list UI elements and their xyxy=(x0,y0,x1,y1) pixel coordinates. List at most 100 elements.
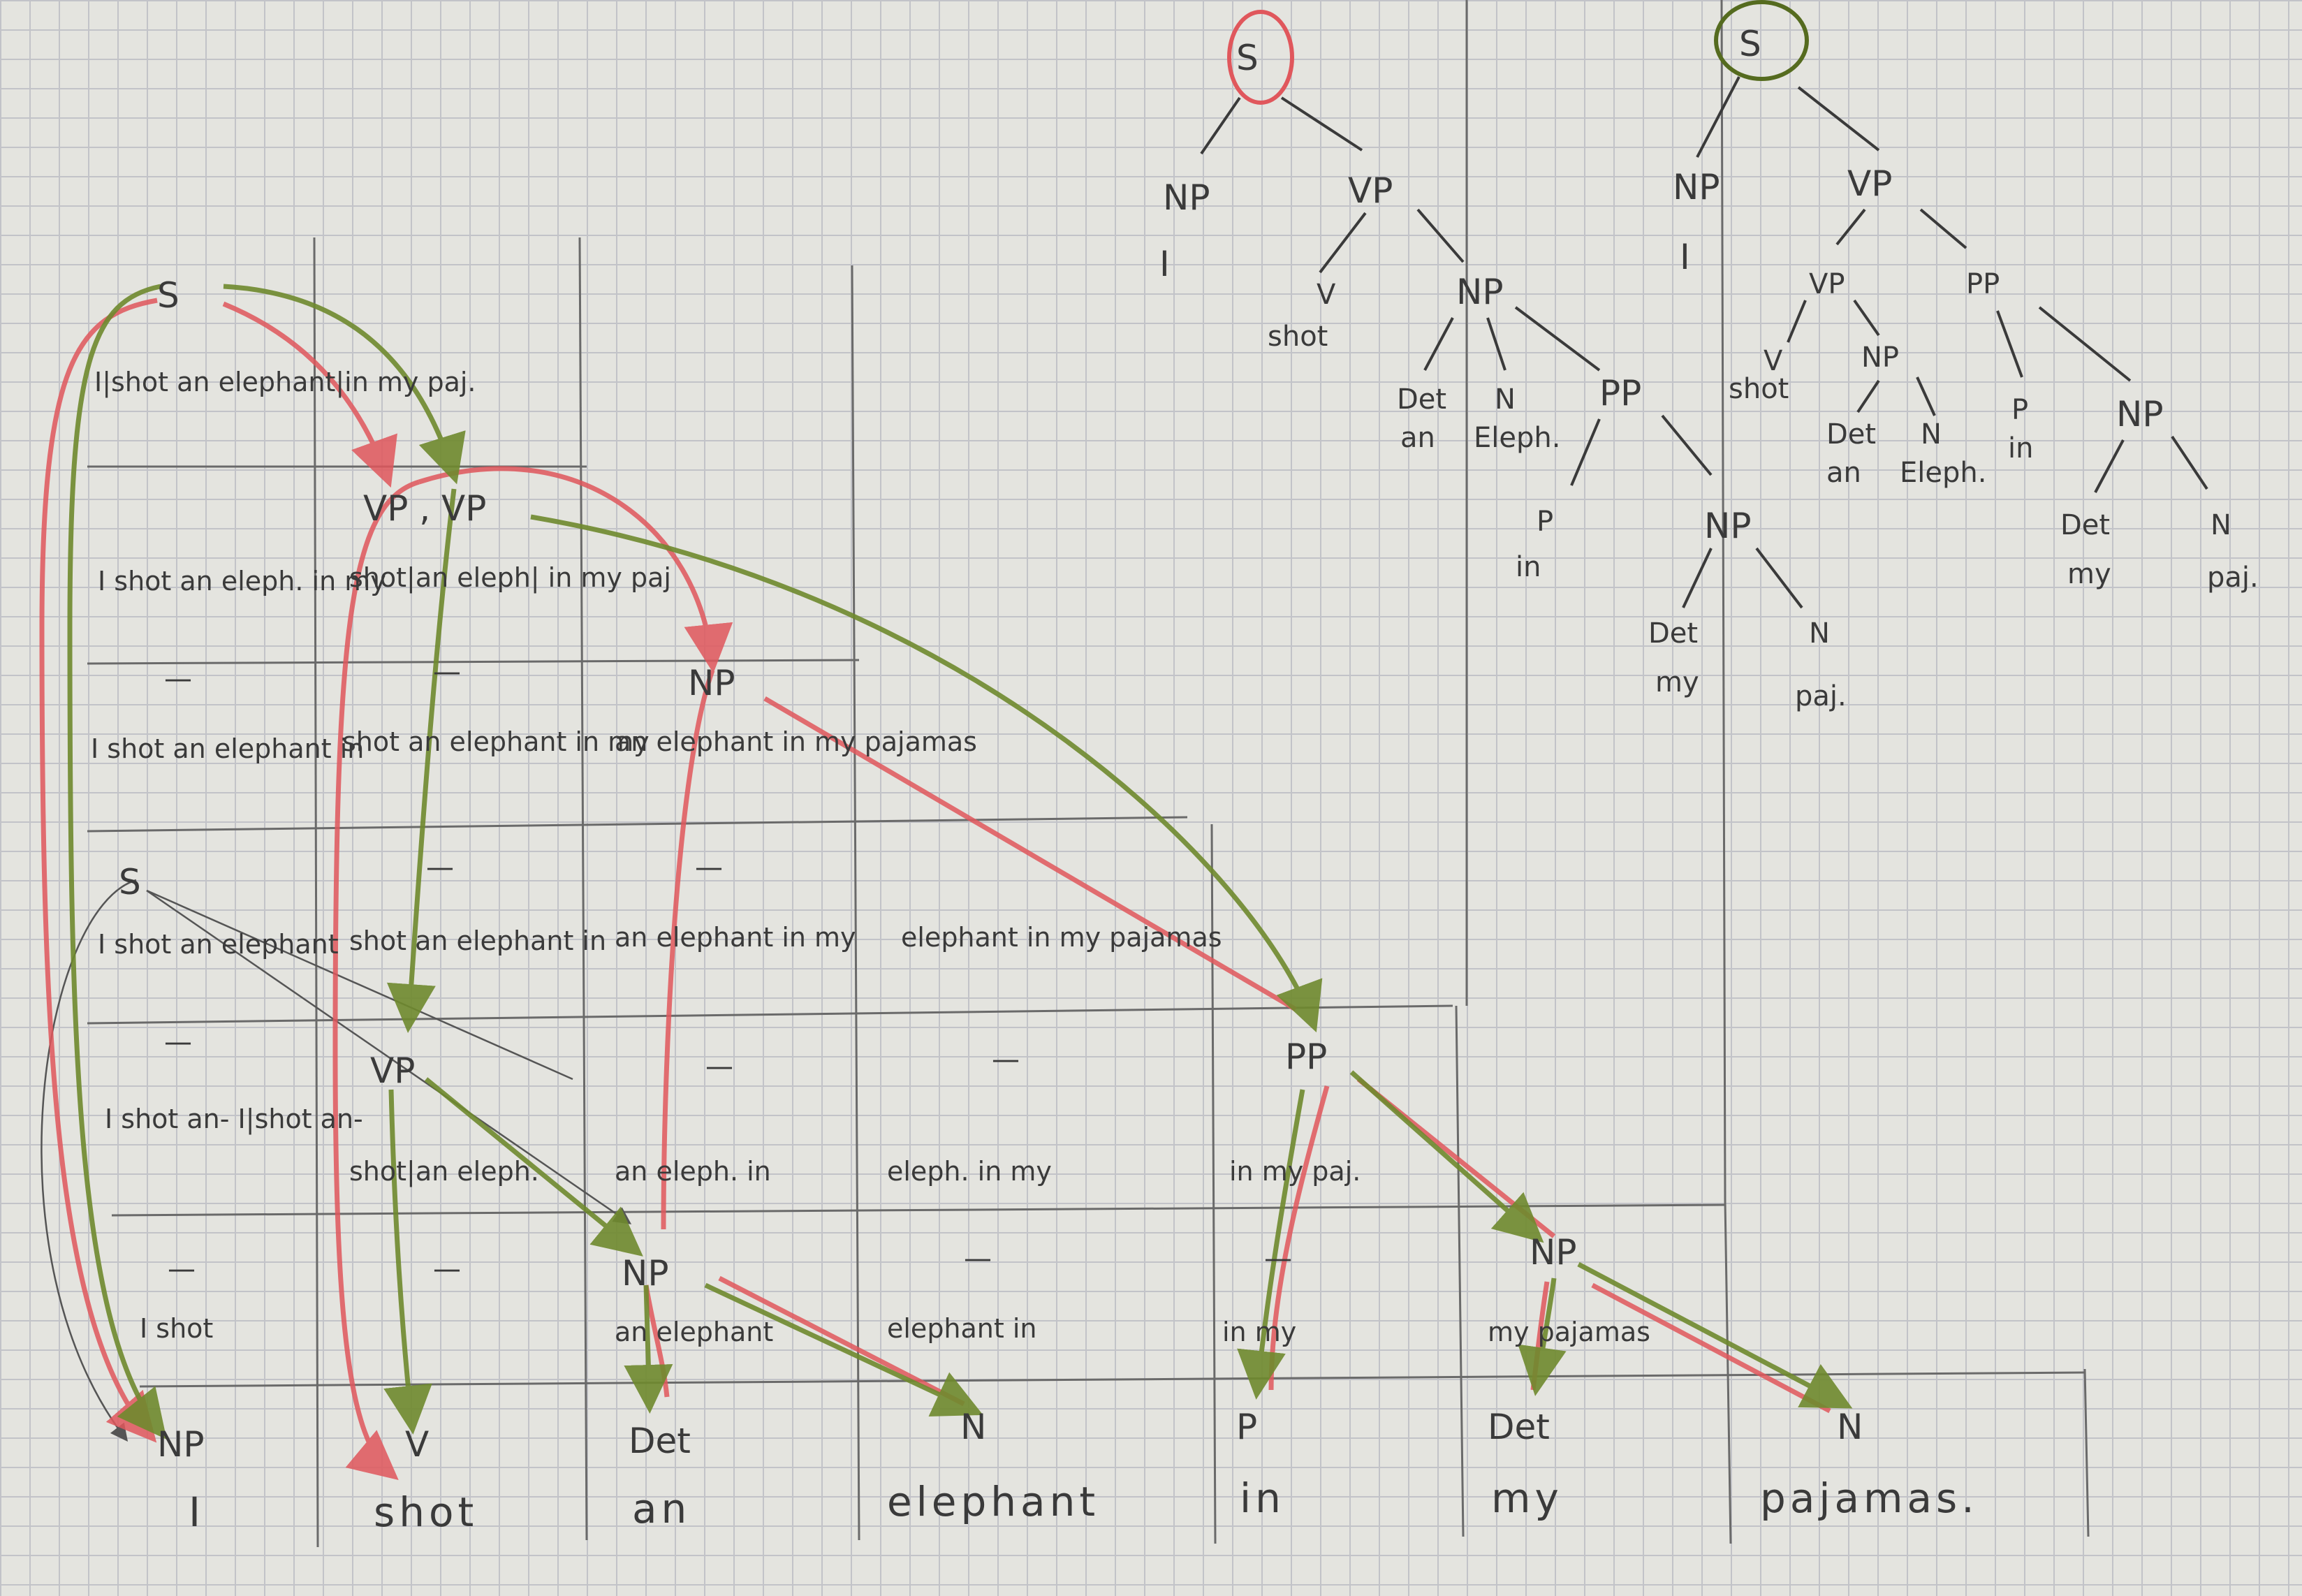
start-symbol: S xyxy=(157,275,179,316)
black-arrows xyxy=(41,879,632,1442)
parse-tree-red: S NP I VP V shot NP Det an N Eleph. PP P… xyxy=(1159,10,1847,712)
sentence-row: I shot an elephant in my pajamas. xyxy=(189,1474,1979,1536)
cell-0-1: I shot xyxy=(140,1313,213,1344)
tree-node: N xyxy=(1921,418,1942,451)
word: I xyxy=(189,1488,205,1536)
dash: — xyxy=(426,851,454,884)
preterminal: N xyxy=(1837,1407,1863,1447)
green-parse-arrows xyxy=(67,284,1853,1440)
tree-node: S xyxy=(1236,38,1259,78)
cell-1-6: shot|an eleph| in my paj xyxy=(349,562,671,594)
tree-leaf: Eleph. xyxy=(1900,457,1986,489)
tree-node: Det xyxy=(2060,509,2110,541)
tree-node: N xyxy=(2211,509,2231,541)
chart-cells: I|shot an elephant|in my paj. I shot an … xyxy=(91,367,1650,1347)
dash: — xyxy=(168,1253,196,1285)
tree-leaf: in xyxy=(1516,551,1541,583)
preterminal: V xyxy=(405,1424,429,1465)
chart-grid-lines xyxy=(87,0,2090,1548)
root-circle-red xyxy=(1227,10,1294,105)
cell-2-6: an elephant in my pajamas xyxy=(615,726,977,757)
cell-1-5: shot an elephant in my xyxy=(342,726,650,757)
tree-node: NP xyxy=(2116,394,2164,434)
parse-tree-green: S NP I VP VP PP V shot NP Det an N Eleph… xyxy=(1673,0,2259,594)
tree-node: S xyxy=(1739,24,1761,64)
tree-node: Det xyxy=(1397,383,1446,416)
node-np: NP xyxy=(1530,1232,1577,1273)
tree-leaf: paj. xyxy=(1795,680,1847,712)
cell-0-5: I shot an eleph. in my xyxy=(98,566,386,596)
node-vp-vp: VP , VP xyxy=(363,488,486,529)
node-vp: VP xyxy=(370,1050,415,1091)
node-np: NP xyxy=(688,663,735,703)
red-parse-arrows xyxy=(39,298,1831,1480)
tree-leaf: my xyxy=(2067,558,2111,590)
tree-node: NP xyxy=(1163,177,1210,218)
node-np: NP xyxy=(622,1253,669,1294)
tree-node: NP xyxy=(1861,342,1899,374)
word: shot xyxy=(374,1488,478,1536)
tree-node: NP xyxy=(1456,272,1504,312)
cell-2-4: an eleph. in xyxy=(615,1156,771,1187)
dash: — xyxy=(695,851,723,884)
empty-cell-dashes: — — — — — — — — — — — xyxy=(164,656,1292,1285)
tree-leaf: I xyxy=(1159,244,1170,284)
tree-leaf: an xyxy=(1400,422,1435,454)
tree-leaf: an xyxy=(1826,457,1861,489)
dash: — xyxy=(705,1050,733,1083)
tree-node: NP xyxy=(1673,167,1720,207)
cell-3-4: elephant in xyxy=(887,1313,1037,1344)
tree-leaf: my xyxy=(1655,666,1699,698)
preterminal: N xyxy=(960,1407,986,1447)
cell-2-5: an elephant in my xyxy=(615,922,856,953)
cell-3-6: elephant in my pajamas xyxy=(901,922,1222,953)
tree-node: P xyxy=(2011,394,2028,426)
dash: — xyxy=(964,1243,992,1275)
preterminal: Det xyxy=(629,1421,691,1461)
tree-node: N xyxy=(1495,383,1516,416)
preterminal: NP xyxy=(157,1424,205,1465)
tree-leaf: Eleph. xyxy=(1474,422,1560,454)
tree-node: PP xyxy=(1966,268,2000,300)
word: an xyxy=(632,1485,691,1532)
cell-0-4: I shot an elephant in xyxy=(91,733,364,764)
tree-node: VP xyxy=(1847,163,1892,204)
tree-leaf: I xyxy=(1680,237,1690,277)
word: my xyxy=(1491,1474,1563,1522)
tree-leaf: in xyxy=(2008,432,2033,464)
cell-4-6: in my paj. xyxy=(1229,1156,1361,1187)
tree-node: VP xyxy=(1348,170,1393,211)
dash: — xyxy=(992,1044,1020,1076)
cell-3-5: eleph. in my xyxy=(887,1156,1052,1187)
tree-leaf: shot xyxy=(1729,373,1789,405)
node-pp: PP xyxy=(1285,1037,1327,1077)
tree-node: VP xyxy=(1809,268,1845,300)
dash: — xyxy=(164,1026,192,1058)
chart-node-labels: S S VP , VP NP VP NP PP NP xyxy=(119,275,1577,1294)
dash: — xyxy=(433,1253,461,1285)
tree-leaf: shot xyxy=(1268,321,1328,353)
cell-1-2: shot|an eleph. xyxy=(349,1156,539,1187)
tree-leaf: paj. xyxy=(2207,562,2259,594)
start-symbol: S xyxy=(119,862,141,902)
cell-1-4: shot an elephant in xyxy=(349,925,606,956)
word: pajamas. xyxy=(1760,1474,1979,1522)
dash: — xyxy=(1264,1243,1292,1275)
dash: — xyxy=(164,663,192,695)
cell-2-3: an elephant xyxy=(615,1317,773,1347)
cell-5-6: my pajamas xyxy=(1488,1317,1650,1347)
root-circle-green xyxy=(1714,0,1809,81)
preterminal-row: NP V Det N P Det N xyxy=(157,1407,1863,1465)
cell-0-3: I shot an elephant xyxy=(98,929,339,960)
tree-node: N xyxy=(1809,617,1830,650)
cell-0-6: I|shot an elephant|in my paj. xyxy=(94,367,476,398)
tree-node: Det xyxy=(1826,418,1876,451)
tree-node: NP xyxy=(1704,506,1752,546)
tree-node: PP xyxy=(1599,373,1641,413)
tree-node: V xyxy=(1317,279,1336,311)
tree-node: Det xyxy=(1648,617,1698,650)
dash: — xyxy=(433,656,461,688)
preterminal: P xyxy=(1236,1407,1257,1447)
